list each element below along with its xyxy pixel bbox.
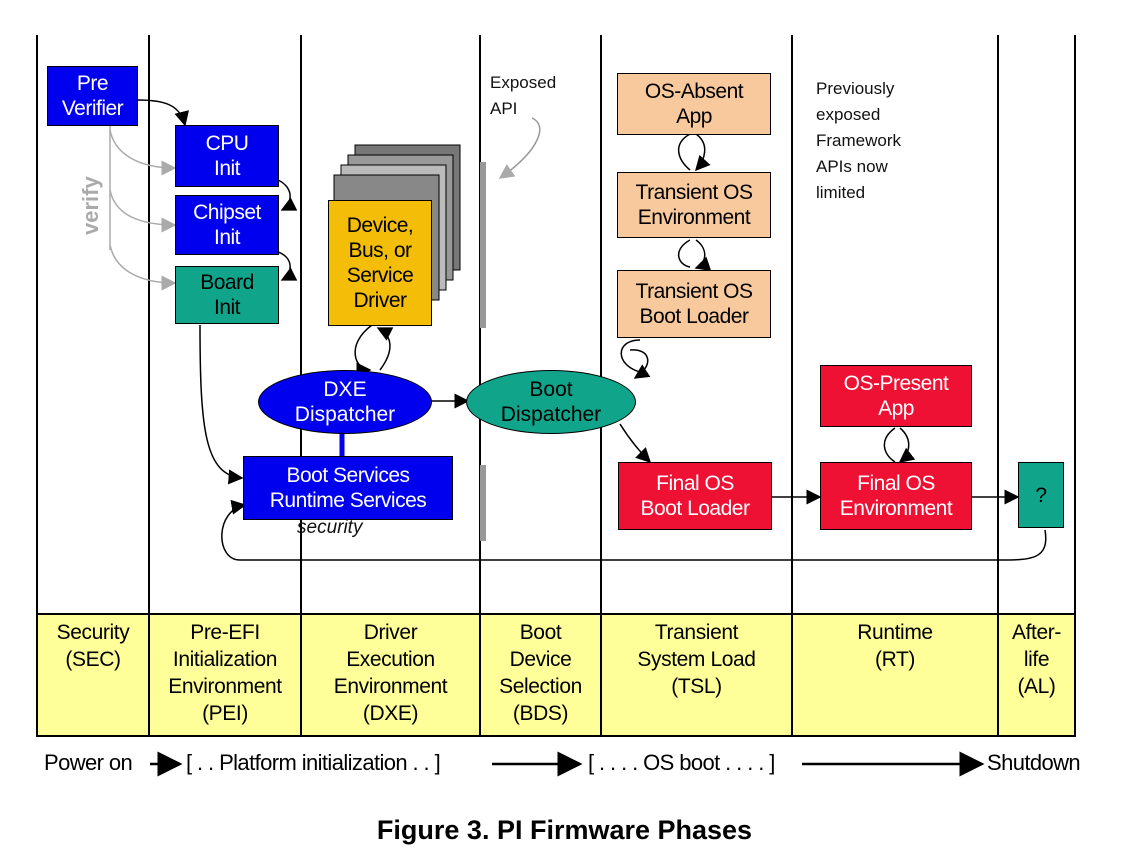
- phase-pei: Pre-EFI Initialization Environment (PEI): [168, 621, 282, 725]
- exposed-api-label: Exposed API: [490, 73, 557, 118]
- phase-tsl: Transient System Load (TSL): [637, 621, 756, 698]
- dxe-dispatcher-ellipse: DXE Dispatcher: [258, 370, 432, 434]
- phase-band: [36, 613, 1076, 737]
- exposed-api-bar: [480, 162, 486, 328]
- phase-dxe: Driver Execution Environment (DXE): [333, 621, 448, 725]
- phase-rt: Runtime (RT): [857, 621, 933, 671]
- phase-sec: Security (SEC): [56, 621, 130, 671]
- phase-bds: Boot Device Selection (BDS): [499, 621, 582, 725]
- boot-dispatcher-ellipse: Boot Dispatcher: [466, 370, 636, 434]
- previously-exposed-note: Previously exposed Framework APIs now li…: [816, 79, 902, 202]
- cpu-init-box: CPU Init: [175, 125, 279, 187]
- timeline-os-boot: [ . . . . OS boot . . . . ]: [588, 750, 775, 775]
- security-label: security: [297, 517, 363, 538]
- timeline-shutdown: Shutdown: [987, 750, 1081, 775]
- os-absent-app-box: OS-Absent App: [617, 73, 771, 135]
- afterlife-unknown-box: ?: [1018, 462, 1064, 528]
- verify-label: verify: [78, 176, 103, 235]
- exposed-api-bar-lower: [480, 465, 486, 541]
- board-init-box: Board Init: [175, 266, 279, 324]
- final-os-environment-box: Final OS Environment: [820, 462, 972, 530]
- pre-verifier-box: Pre Verifier: [47, 66, 138, 126]
- final-os-boot-loader-box: Final OS Boot Loader: [618, 462, 772, 530]
- timeline-platform-init: [ . . Platform initialization . . ]: [186, 750, 441, 775]
- figure-caption: Figure 3. PI Firmware Phases: [376, 815, 753, 845]
- transient-os-environment-box: Transient OS Environment: [617, 172, 771, 238]
- timeline-power-on: Power on: [44, 750, 133, 775]
- chipset-init-box: Chipset Init: [175, 195, 279, 255]
- transient-os-boot-loader-box: Transient OS Boot Loader: [617, 270, 771, 338]
- os-present-app-box: OS-Present App: [820, 365, 972, 427]
- boot-services-box: Boot Services Runtime Services: [243, 456, 453, 520]
- device-driver-box: Device, Bus, or Service Driver: [328, 200, 432, 326]
- phase-al: After- life (AL): [1012, 621, 1061, 698]
